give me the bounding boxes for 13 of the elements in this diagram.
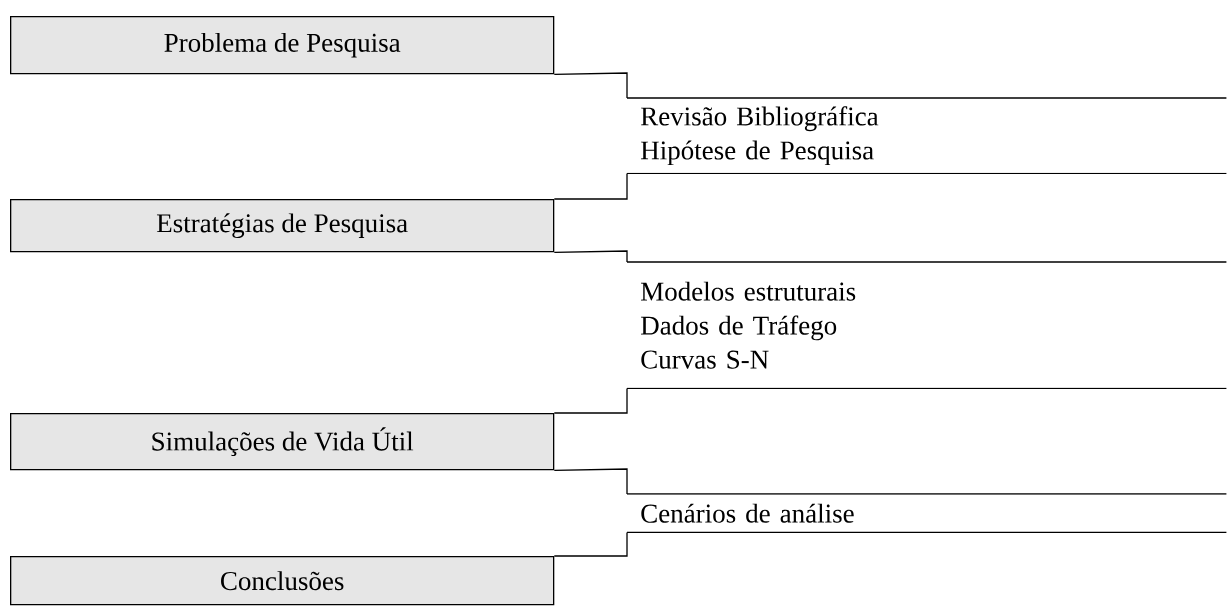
bracket-line: [553, 468, 628, 495]
list-box: Cenários de análise: [626, 493, 1227, 534]
step-box: Conclusões: [10, 556, 555, 606]
step-box: Problema de Pesquisa: [10, 16, 555, 75]
bracket-line: [553, 531, 628, 557]
bracket-line: [553, 250, 628, 263]
step-box: Simulações de Vida Útil: [10, 413, 555, 471]
bracket-line: [553, 72, 628, 99]
bracket-line: [553, 172, 628, 200]
list-box: Revisão Bibliográfica Hipótese de Pesquisa: [626, 97, 1227, 175]
step-box: Estratégias de Pesquisa: [10, 199, 555, 253]
bracket-line: [553, 387, 628, 414]
list-box: Modelos estruturais Dados de Tráfego Curvas S-N: [626, 261, 1227, 390]
